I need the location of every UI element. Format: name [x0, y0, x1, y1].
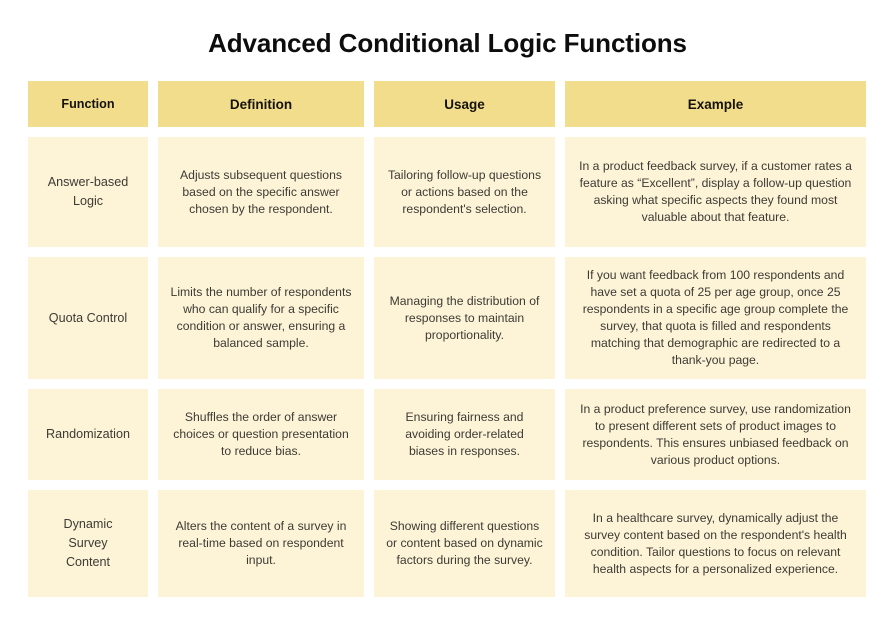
comparison-table: Function Definition Usage Example Answer…	[28, 81, 866, 597]
cell-example: In a healthcare survey, dynamically adju…	[565, 490, 866, 597]
column-header-usage: Usage	[374, 81, 555, 127]
cell-text: Managing the distribution of responses t…	[389, 293, 540, 342]
cell-usage: Ensuring fairness and avoiding order-rel…	[374, 389, 555, 480]
cell-text: Quota Control	[48, 310, 128, 325]
cell-example: In a product preference survey, use rand…	[565, 389, 866, 480]
cell-text: Adjusts subsequent questions based on th…	[180, 167, 342, 216]
cell-text: Showing different questions or content b…	[386, 519, 543, 567]
cell-text: Answer-based Logic	[47, 175, 129, 208]
cell-usage: Managing the distribution of responses t…	[374, 257, 555, 379]
cell-text: In a healthcare survey, dynamically adju…	[584, 510, 847, 576]
cell-function: Dynamic Survey Content	[28, 490, 148, 597]
cell-definition: Shuffles the order of answer choices or …	[158, 389, 364, 480]
cell-text: Limits the number of respondents who can…	[170, 285, 352, 350]
table-row: Dynamic Survey Content Alters the conten…	[28, 490, 866, 597]
cell-definition: Limits the number of respondents who can…	[158, 257, 364, 379]
cell-example: In a product feedback survey, if a custo…	[565, 137, 866, 247]
cell-text: Ensuring fairness and avoiding order-rel…	[405, 410, 524, 458]
cell-usage: Tailoring follow-up questions or actions…	[374, 137, 555, 247]
cell-usage: Showing different questions or content b…	[374, 490, 555, 597]
column-header-definition: Definition	[158, 81, 364, 127]
cell-text: Alters the content of a survey in real-t…	[175, 519, 347, 567]
cell-function: Answer-based Logic	[28, 137, 148, 247]
cell-text: Shuffles the order of answer choices or …	[173, 410, 349, 458]
column-header-label: Function	[61, 96, 115, 111]
cell-text: In a product preference survey, use rand…	[580, 401, 851, 467]
table-row: Answer-based Logic Adjusts subsequent qu…	[28, 137, 866, 247]
cell-text: Dynamic Survey Content	[63, 517, 113, 569]
column-header-label: Example	[687, 96, 744, 112]
cell-definition: Adjusts subsequent questions based on th…	[158, 137, 364, 247]
column-header-label: Definition	[229, 96, 293, 112]
cell-function: Randomization	[28, 389, 148, 480]
page-title: Advanced Conditional Logic Functions	[208, 28, 687, 58]
cell-function: Quota Control	[28, 257, 148, 379]
cell-text: Tailoring follow-up questions or actions…	[387, 167, 542, 216]
cell-text: If you want feedback from 100 respondent…	[582, 268, 849, 367]
table-row: Randomization Shuffles the order of answ…	[28, 389, 866, 480]
table-row: Quota Control Limits the number of respo…	[28, 257, 866, 379]
cell-text: Randomization	[45, 427, 130, 441]
table-header-row: Function Definition Usage Example	[28, 81, 866, 127]
cell-definition: Alters the content of a survey in real-t…	[158, 490, 364, 597]
column-header-function: Function	[28, 81, 148, 127]
cell-text: In a product feedback survey, if a custo…	[579, 159, 852, 224]
column-header-label: Usage	[444, 96, 485, 112]
column-header-example: Example	[565, 81, 866, 127]
cell-example: If you want feedback from 100 respondent…	[565, 257, 866, 379]
